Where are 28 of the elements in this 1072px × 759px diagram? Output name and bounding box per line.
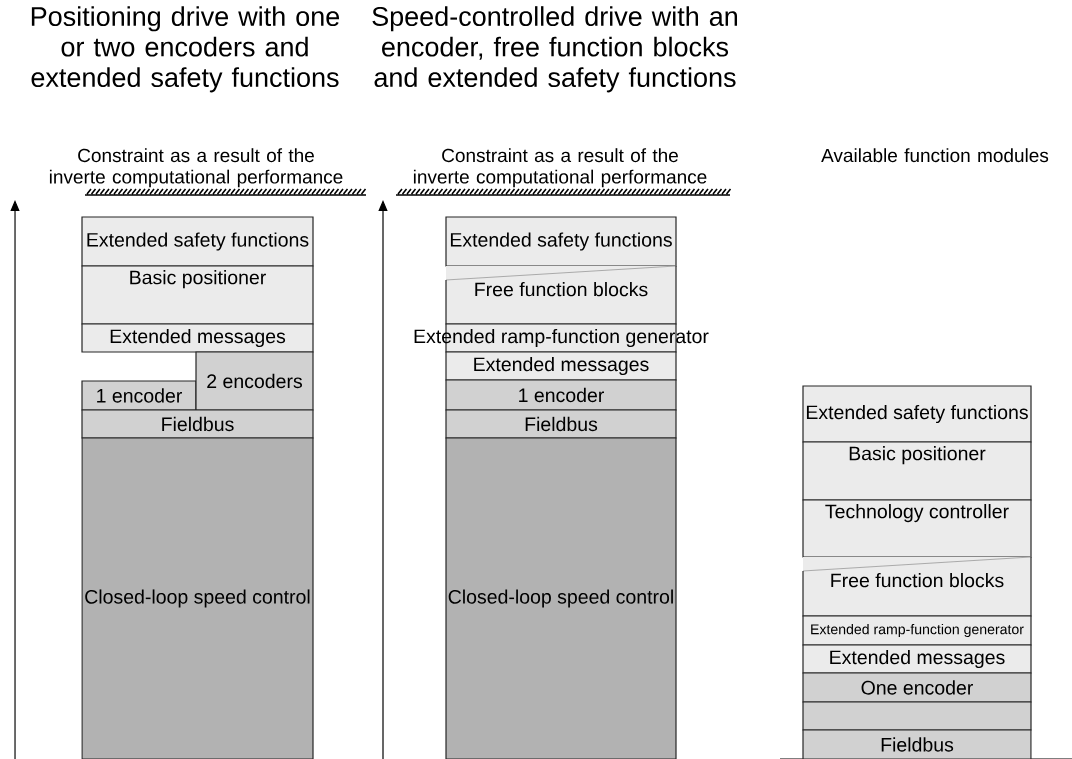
module-box: Extended safety functions — [81, 216, 314, 267]
note: Constraint as a result of the inverte computational performance — [413, 148, 707, 188]
module-box: Basic positioner — [802, 441, 1032, 501]
module-box — [802, 701, 1032, 731]
module-box: Extended safety functions — [445, 216, 677, 267]
module-box: Extended messages — [445, 351, 677, 381]
module-box: One encoder — [802, 672, 1032, 703]
heading: Speed-controlled drive with an encoder, free function blocks and extended safety functions — [372, 6, 737, 93]
module-box: Closed-loop speed control — [445, 437, 677, 759]
heading: Available function modules — [821, 148, 1049, 163]
module-box: Extended ramp-function generator — [414, 323, 709, 353]
note: Constraint as a result of the inverte computational performance — [49, 148, 343, 188]
module-box: Extended safety functions — [802, 385, 1032, 443]
module-box: 1 encoder — [445, 379, 677, 411]
module-box: Extended ramp-function generator — [802, 615, 1032, 646]
module-box: Fieldbus — [445, 409, 677, 439]
heading: Positioning drive with one or two encoders and extended safety functions — [31, 6, 340, 93]
module-box: Extended messages — [81, 323, 314, 353]
node-label: Free function blocks — [475, 281, 648, 297]
module-box: 2 encoders — [195, 351, 314, 411]
module-box: 1 encoder — [81, 380, 197, 411]
module-box: Free function blocks — [802, 556, 1032, 617]
module-box: Fieldbus — [802, 729, 1032, 759]
module-box: Fieldbus — [81, 409, 314, 439]
module-box: Extended messages — [802, 644, 1032, 674]
module-box: Closed-loop speed control — [81, 437, 314, 759]
module-box: Technology controller — [802, 499, 1032, 558]
node-label: Free function blocks — [831, 572, 1004, 588]
